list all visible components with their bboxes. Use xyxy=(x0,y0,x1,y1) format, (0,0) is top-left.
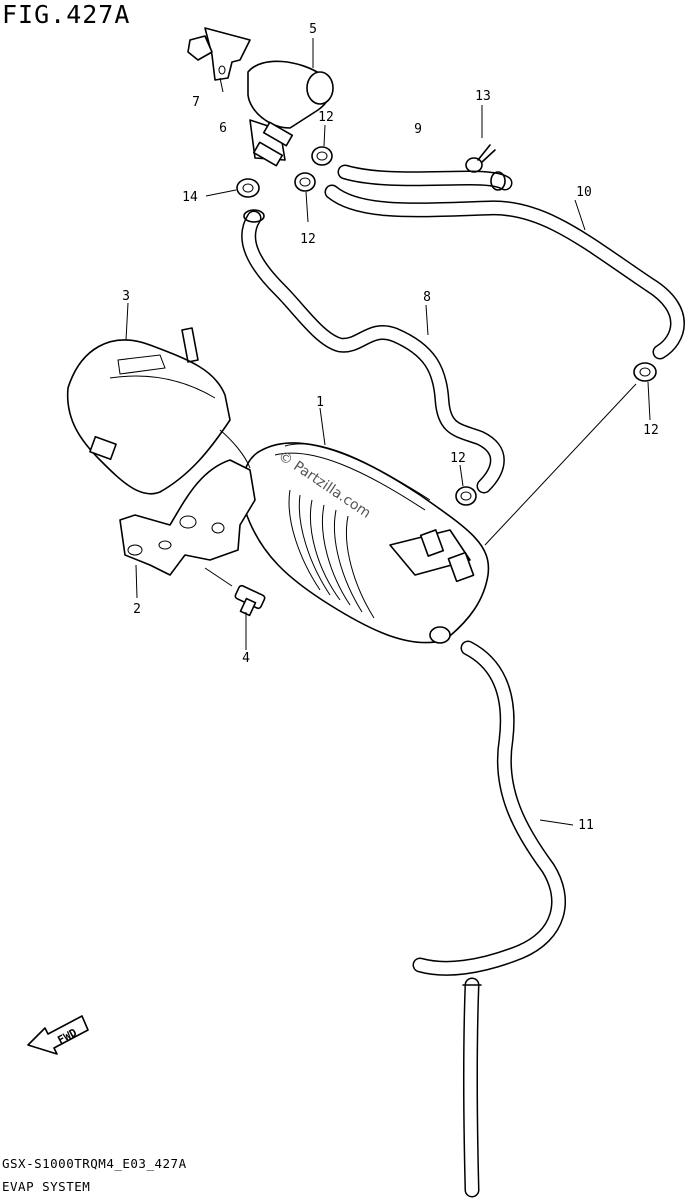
purge-valve[interactable] xyxy=(247,60,334,167)
callout-12-right: 12 xyxy=(643,423,659,438)
callout-13: 13 xyxy=(475,89,491,104)
bolt[interactable] xyxy=(234,584,266,617)
clamp-12-right[interactable] xyxy=(633,362,657,382)
spring-clip[interactable] xyxy=(465,144,496,173)
callout-4: 4 xyxy=(242,651,250,666)
callout-12-mid: 12 xyxy=(300,232,316,247)
valve-bracket[interactable] xyxy=(204,27,251,81)
canister[interactable] xyxy=(241,442,490,644)
callout-12-lower: 12 xyxy=(450,451,466,466)
callout-12-top: 12 xyxy=(318,110,334,125)
clamp-12-mid[interactable] xyxy=(294,172,316,192)
hose-11[interactable] xyxy=(412,640,567,1198)
leader-lines xyxy=(125,38,651,826)
callout-2: 2 xyxy=(133,602,141,617)
nut[interactable] xyxy=(187,35,213,61)
model-code: GSX-S1000TRQM4_E03_427A xyxy=(2,1156,187,1171)
callout-1: 1 xyxy=(316,395,324,410)
callout-7: 7 xyxy=(192,95,200,110)
callout-11: 11 xyxy=(578,818,594,833)
callout-10: 10 xyxy=(576,185,592,200)
clamp-14[interactable] xyxy=(236,178,260,198)
forward-direction-arrow: FWD xyxy=(27,1015,89,1055)
hose-10[interactable] xyxy=(324,184,685,360)
canister-cover[interactable] xyxy=(66,327,251,495)
callout-5: 5 xyxy=(309,22,317,37)
callout-6: 6 xyxy=(219,121,227,136)
clamp-12-top[interactable] xyxy=(311,146,333,166)
hose-9[interactable] xyxy=(337,164,513,191)
callout-3: 3 xyxy=(122,289,130,304)
callout-8: 8 xyxy=(423,290,431,305)
figure-title: FIG.427A xyxy=(2,0,131,29)
callout-14: 14 xyxy=(182,190,198,205)
clamp-12-lower[interactable] xyxy=(455,486,477,506)
hose-8[interactable] xyxy=(241,209,505,494)
callout-9: 9 xyxy=(414,122,422,137)
section-name: EVAP SYSTEM xyxy=(2,1179,91,1194)
bracket[interactable] xyxy=(119,459,256,587)
